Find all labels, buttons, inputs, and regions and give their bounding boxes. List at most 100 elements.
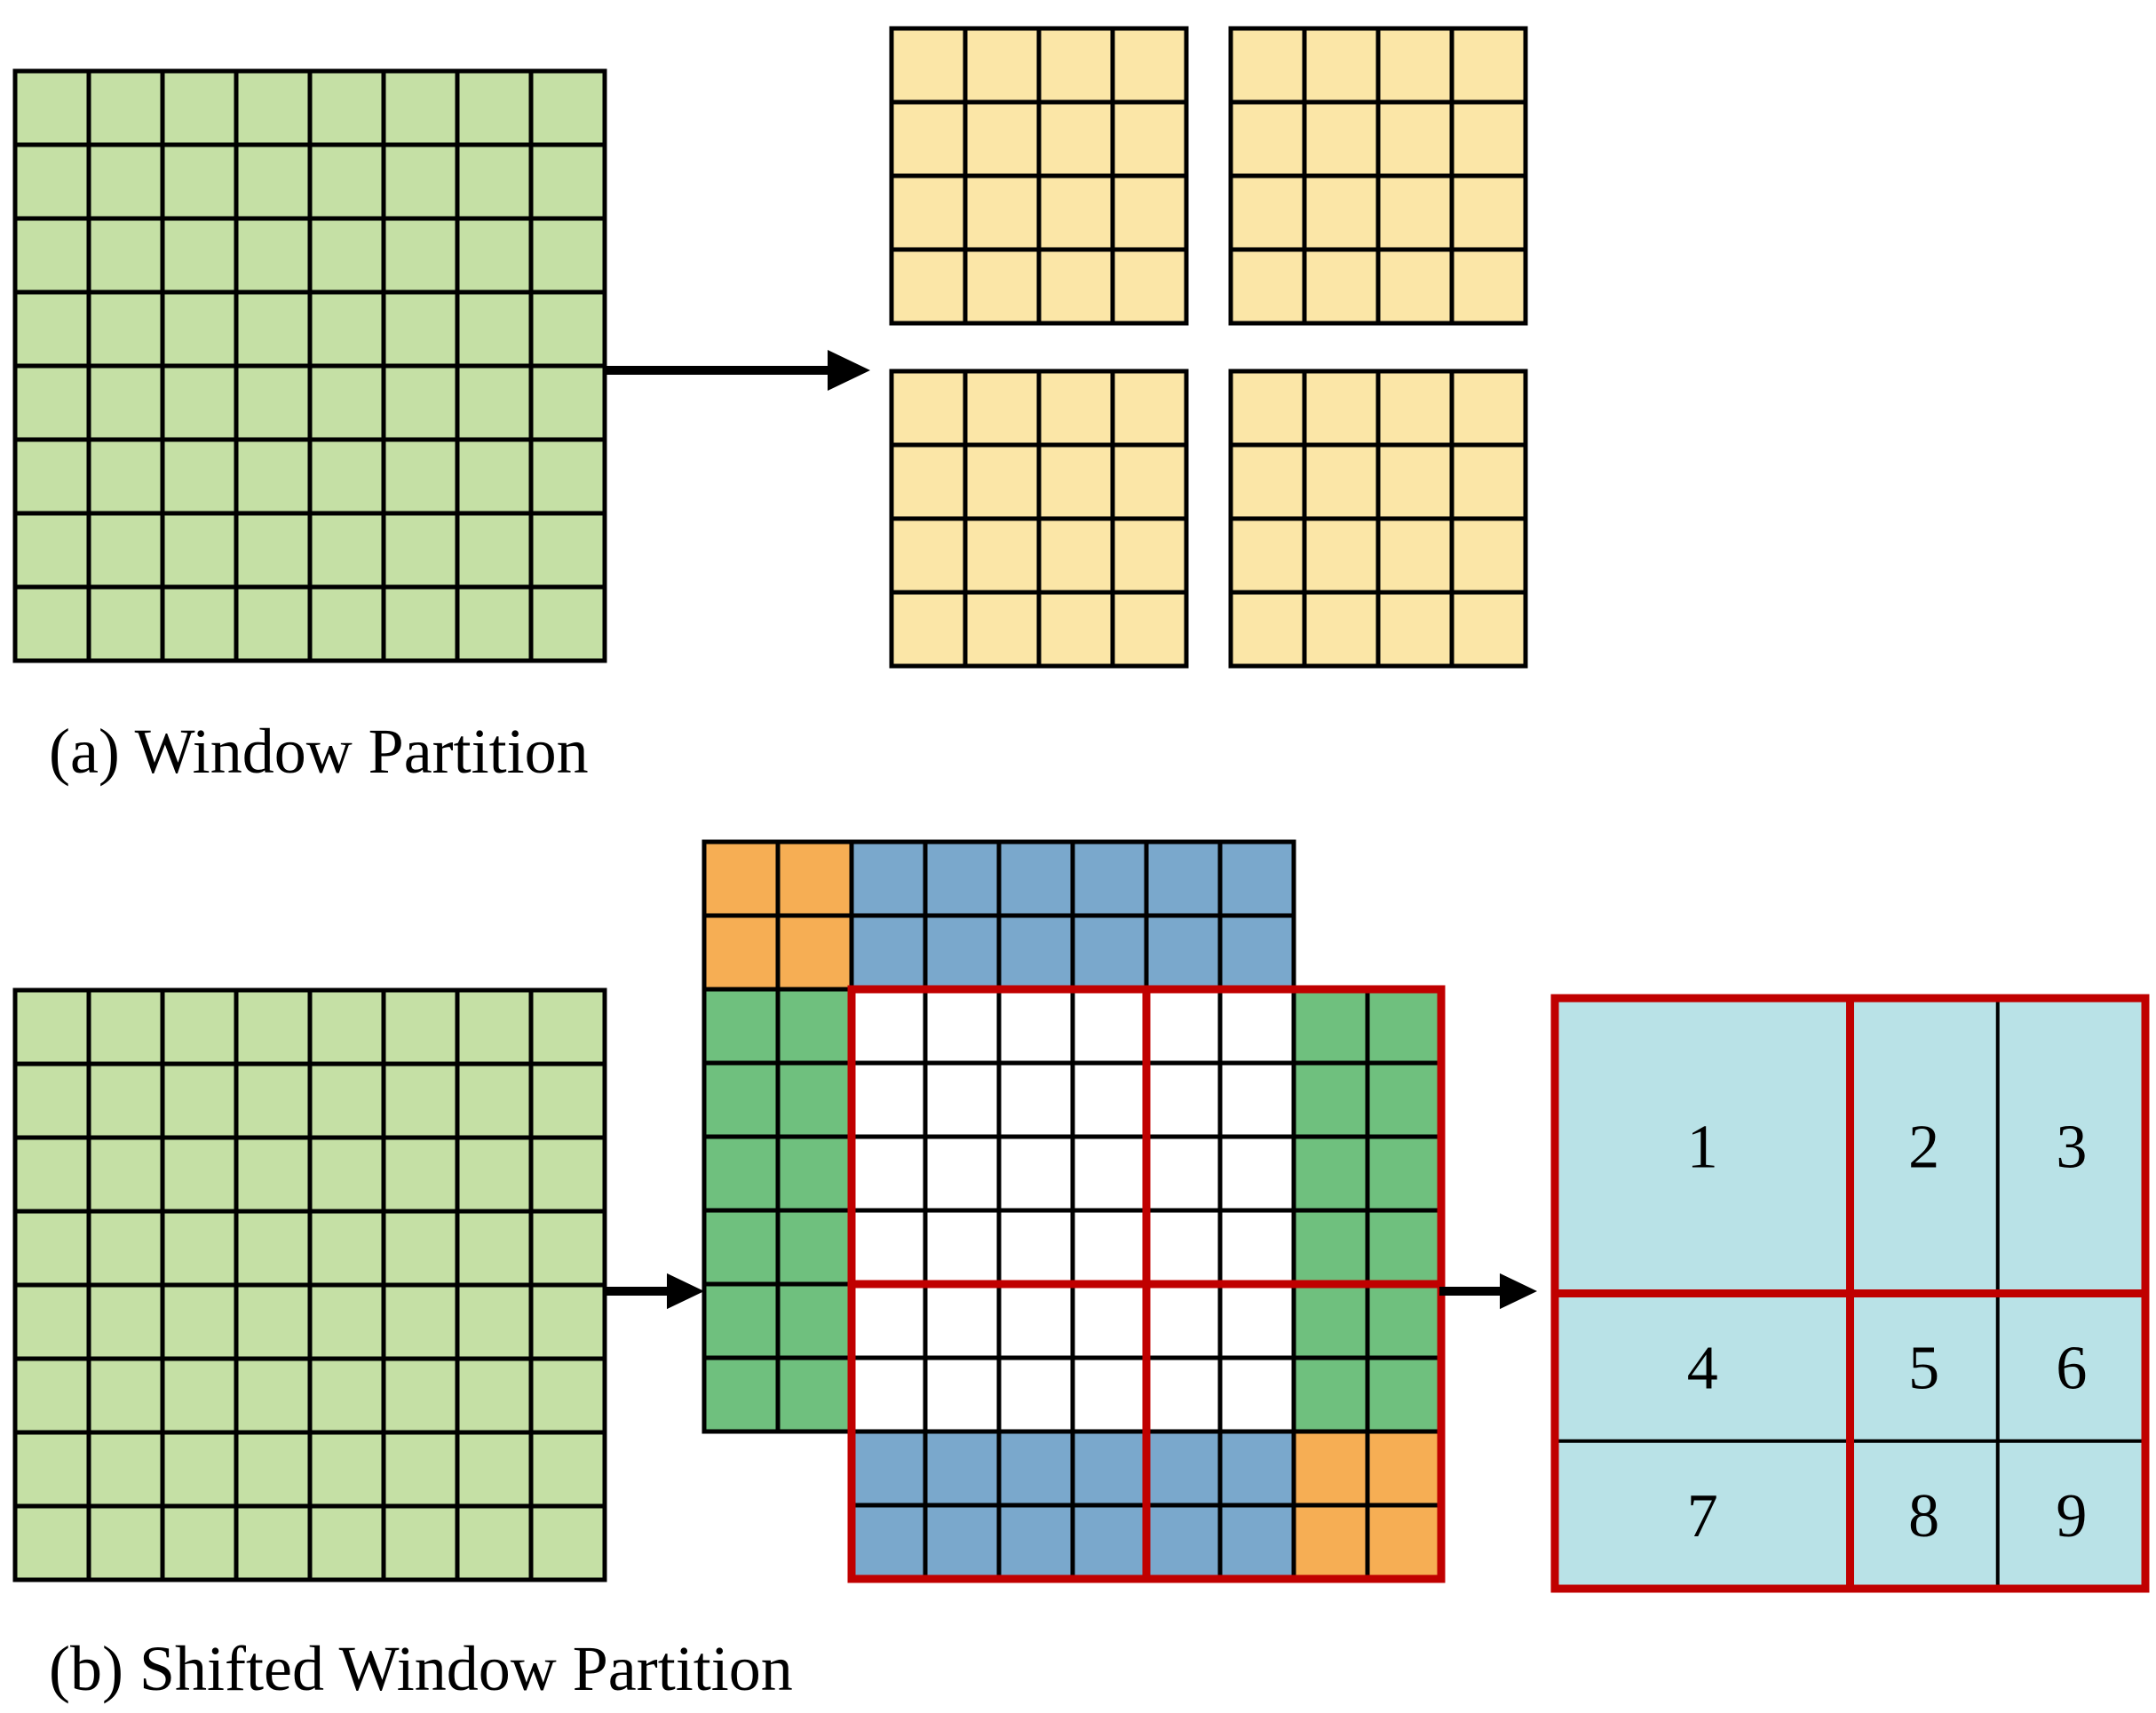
shifted-patch — [775, 839, 854, 918]
patch — [528, 1503, 607, 1582]
feature-map-a — [12, 68, 607, 663]
shifted-patch — [1070, 1429, 1149, 1508]
shifted-patch — [775, 1060, 854, 1139]
window-patch — [1228, 99, 1307, 178]
shifted-patch — [1365, 1134, 1444, 1213]
patch — [455, 1135, 534, 1214]
patch — [12, 216, 91, 295]
window-patch — [1228, 26, 1307, 105]
window-patch — [1036, 99, 1115, 178]
patch — [12, 987, 91, 1067]
window-patch — [1110, 516, 1189, 595]
patch — [12, 142, 91, 221]
window-patch — [963, 369, 1042, 448]
shifted-patch — [775, 1134, 854, 1213]
shifted-patch — [1070, 839, 1149, 918]
patch — [455, 289, 534, 369]
window-patch — [1228, 442, 1307, 521]
window-patch — [1449, 516, 1528, 595]
window-patch — [889, 26, 968, 105]
window-patch — [1036, 442, 1115, 521]
shifted-patch — [1144, 1060, 1223, 1139]
patch — [381, 142, 460, 221]
patch — [528, 1135, 607, 1214]
shifted-patch — [996, 1208, 1075, 1287]
window-patch — [963, 247, 1042, 326]
patch — [455, 437, 534, 516]
shifted-patch — [775, 913, 854, 992]
patch — [307, 511, 386, 590]
shifted-patch — [1217, 1429, 1296, 1508]
patch — [86, 584, 165, 663]
patch — [12, 437, 91, 516]
window-patch — [1036, 173, 1115, 252]
window-patch — [1228, 247, 1307, 326]
shifted-patch — [849, 1503, 928, 1582]
patch — [160, 1135, 239, 1214]
window-patch — [1302, 516, 1381, 595]
patch — [455, 1282, 534, 1361]
patch — [307, 142, 386, 221]
window-patch — [1375, 442, 1455, 521]
patch — [455, 1209, 534, 1288]
window-patch — [1375, 173, 1455, 252]
patch — [455, 1430, 534, 1509]
shifted-patch — [775, 1208, 854, 1287]
window-patch — [1375, 516, 1455, 595]
window-patch — [963, 516, 1042, 595]
window-patch — [1110, 442, 1189, 521]
patch — [528, 1430, 607, 1509]
patch — [234, 987, 313, 1067]
patch — [307, 1282, 386, 1361]
patch — [528, 142, 607, 221]
patch — [12, 363, 91, 442]
shifted-patch — [1217, 1208, 1296, 1287]
shifted-patch — [1365, 1060, 1444, 1139]
shifted-patch — [1291, 1503, 1370, 1582]
caption-a: (a) Window Partition — [49, 716, 589, 787]
window-patch — [889, 173, 968, 252]
patch — [381, 987, 460, 1067]
window-patch — [1449, 590, 1528, 669]
region-label: 3 — [2056, 1113, 2087, 1181]
region-label: 9 — [2056, 1482, 2087, 1550]
patch — [234, 68, 313, 147]
patch — [86, 437, 165, 516]
window-patch — [1110, 590, 1189, 669]
patch — [307, 1061, 386, 1140]
patch — [381, 437, 460, 516]
shifted-patch — [923, 913, 1002, 992]
window-patch — [1375, 99, 1455, 178]
shifted-patch — [775, 1281, 854, 1360]
shifted-patch — [1291, 1134, 1370, 1213]
patch — [528, 511, 607, 590]
shifted-patch — [701, 1281, 781, 1360]
shifted-patch — [923, 1281, 1002, 1360]
shifted-patch — [923, 1208, 1002, 1287]
patch — [455, 68, 534, 147]
patch — [86, 1356, 165, 1435]
patch — [307, 1356, 386, 1435]
window-patch — [1110, 26, 1189, 105]
shifted-patch — [1144, 1429, 1223, 1508]
patch — [307, 987, 386, 1067]
window-patch — [1449, 442, 1528, 521]
patch — [12, 1209, 91, 1288]
region-label: 1 — [1687, 1113, 1718, 1181]
region-label: 4 — [1687, 1335, 1718, 1403]
patch — [12, 1356, 91, 1435]
window-patch — [889, 442, 968, 521]
shifted-patch — [849, 1281, 928, 1360]
shifted-patch — [701, 987, 781, 1066]
patch — [455, 216, 534, 295]
patch — [307, 1503, 386, 1582]
patch — [12, 1061, 91, 1140]
panel-a: (a) Window Partition — [12, 26, 1528, 787]
shifted-patch — [1070, 1503, 1149, 1582]
patch — [307, 584, 386, 663]
shifted-patch — [1291, 987, 1370, 1066]
window-patch — [1036, 247, 1115, 326]
patch — [528, 437, 607, 516]
